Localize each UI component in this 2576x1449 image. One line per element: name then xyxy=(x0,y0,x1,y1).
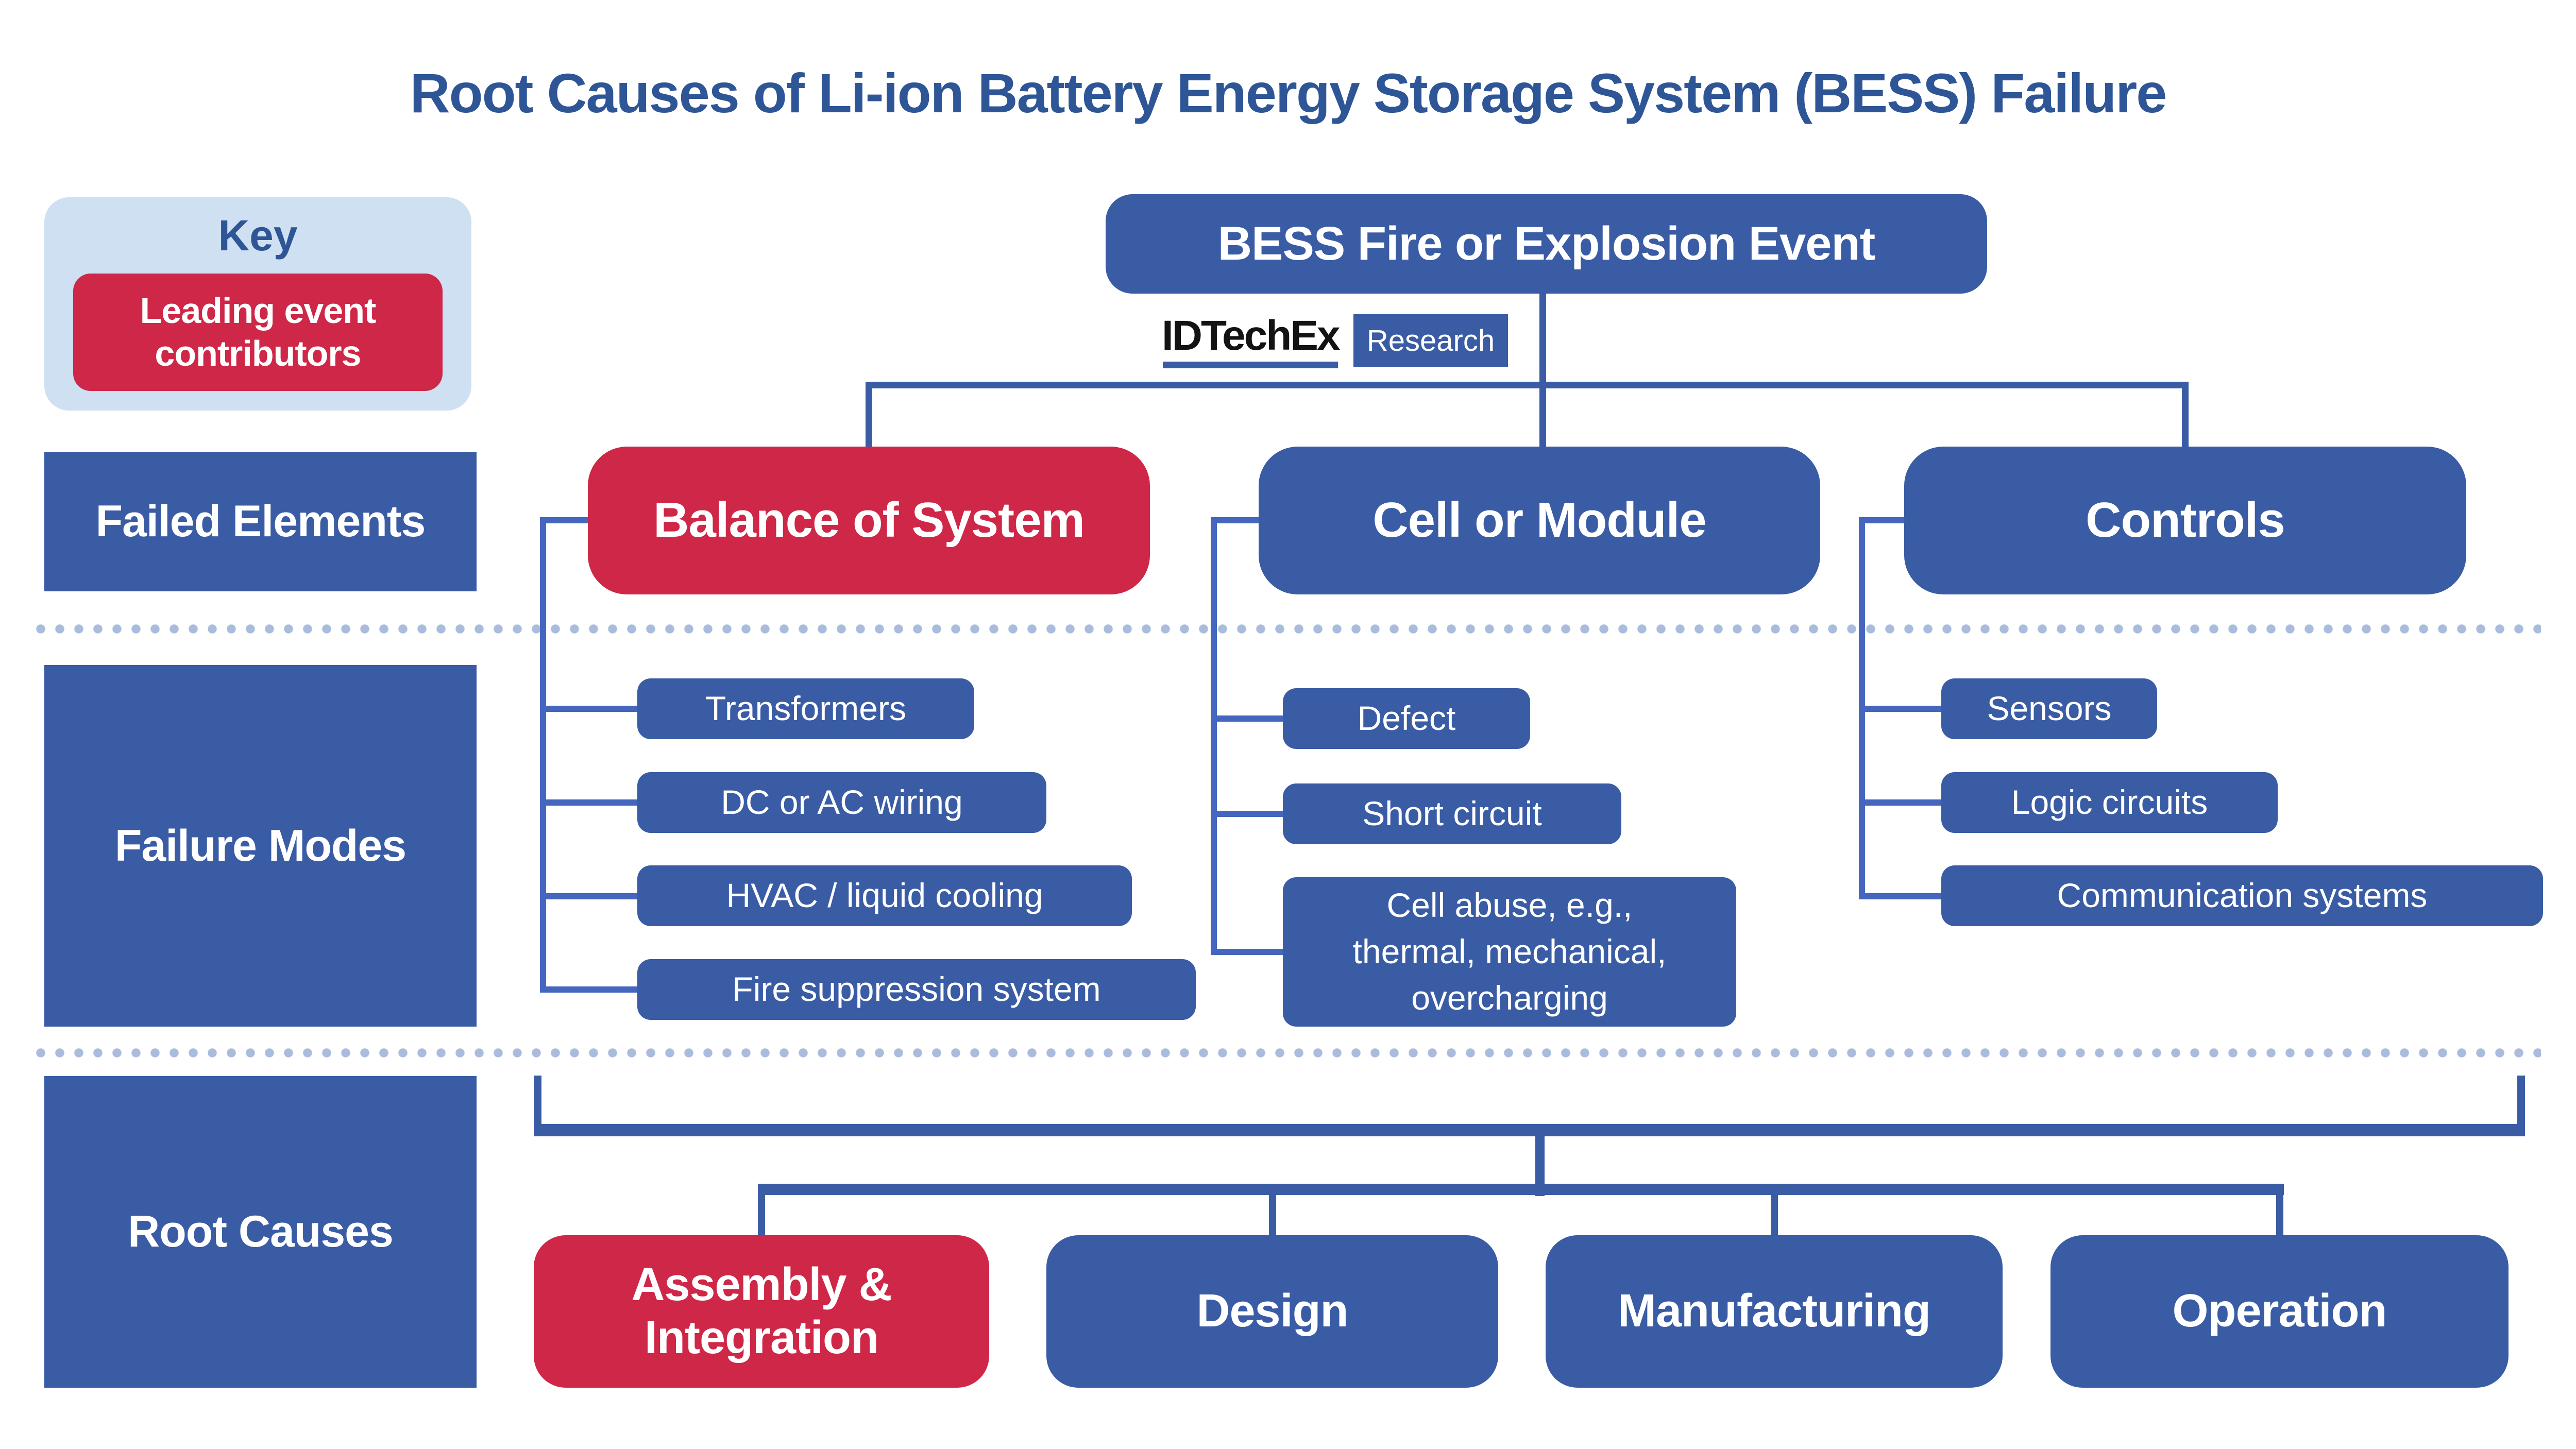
connector-drop-controls xyxy=(2182,382,2189,447)
key-title: Key xyxy=(218,211,298,260)
idtechex-logo: IDTechEx Research xyxy=(1162,312,1517,373)
stub-logic-circuits xyxy=(1865,799,1941,806)
spine-balance-of-system xyxy=(540,517,546,993)
row-label-failure-modes: Failure Modes xyxy=(44,665,477,1027)
row-label-failed-elements: Failed Elements xyxy=(44,452,477,591)
node-communication-systems: Communication systems xyxy=(1941,865,2543,926)
connector-bracket-left-drop xyxy=(534,1076,541,1136)
node-bess-fire-or-explosion-event: BESS Fire or Explosion Event xyxy=(1106,194,1987,294)
connector-drop-operation xyxy=(2276,1193,2283,1237)
stub-dc-or-ac-wiring xyxy=(546,799,637,806)
connector-bracket-right-drop xyxy=(2517,1076,2525,1136)
stub-cell-or-module xyxy=(1211,517,1259,523)
node-design: Design xyxy=(1046,1235,1498,1388)
connector-event-drop xyxy=(1539,294,1546,385)
node-cell-abuse: Cell abuse, e.g., thermal, mechanical, o… xyxy=(1283,877,1736,1027)
node-transformers: Transformers xyxy=(637,678,974,739)
stub-fire-suppression-system xyxy=(546,986,637,993)
spine-controls xyxy=(1859,517,1865,899)
node-defect: Defect xyxy=(1283,688,1530,749)
node-controls: Controls xyxy=(1904,447,2466,594)
key-panel: Key Leading event contributors xyxy=(44,197,471,411)
node-logic-circuits: Logic circuits xyxy=(1941,772,2278,833)
connector-drop-assembly-integration xyxy=(758,1193,765,1237)
node-balance-of-system: Balance of System xyxy=(588,447,1150,594)
stub-cell-abuse xyxy=(1217,949,1283,955)
connector-drop-cell-or-module xyxy=(1539,382,1546,447)
connector-drop-balance-of-system xyxy=(866,382,872,447)
diagram-title: Root Causes of Li-ion Battery Energy Sto… xyxy=(410,62,2167,124)
node-fire-suppression-system: Fire suppression system xyxy=(637,959,1196,1020)
row-label-root-causes: Root Causes xyxy=(44,1076,477,1388)
spine-cell-or-module xyxy=(1211,517,1217,955)
separator-failed-elements-failure-modes xyxy=(36,624,2541,634)
stub-controls xyxy=(1859,517,1904,523)
connector-root-causes-crossbar xyxy=(758,1184,2284,1195)
idtechex-underline xyxy=(1163,362,1338,368)
idtechex-wordmark: IDTechEx xyxy=(1162,312,1341,359)
connector-drop-manufacturing xyxy=(1771,1193,1778,1237)
idtechex-research-badge: Research xyxy=(1353,314,1508,367)
node-cell-or-module: Cell or Module xyxy=(1259,447,1820,594)
node-dc-or-ac-wiring: DC or AC wiring xyxy=(637,772,1046,833)
key-legend-leading-contributors: Leading event contributors xyxy=(73,274,443,391)
connector-bracket-center-drop xyxy=(1535,1133,1545,1196)
node-hvac-liquid-cooling: HVAC / liquid cooling xyxy=(637,865,1132,926)
connector-drop-design xyxy=(1269,1193,1276,1237)
stub-transformers xyxy=(546,706,637,712)
node-short-circuit: Short circuit xyxy=(1283,783,1621,844)
connector-elements-crossbar xyxy=(866,382,2189,388)
stub-hvac-liquid-cooling xyxy=(546,893,637,899)
node-assembly-and-integration: Assembly & Integration xyxy=(534,1235,989,1388)
stub-communication-systems xyxy=(1865,893,1941,899)
separator-failure-modes-root-causes xyxy=(36,1048,2541,1058)
node-operation: Operation xyxy=(2050,1235,2509,1388)
stub-sensors xyxy=(1865,706,1941,712)
node-sensors: Sensors xyxy=(1941,678,2157,739)
stub-defect xyxy=(1217,715,1283,722)
connector-bracket-top-crossbar xyxy=(534,1124,2525,1136)
node-manufacturing: Manufacturing xyxy=(1546,1235,2003,1388)
stub-short-circuit xyxy=(1217,811,1283,817)
stub-balance-of-system xyxy=(540,517,588,523)
